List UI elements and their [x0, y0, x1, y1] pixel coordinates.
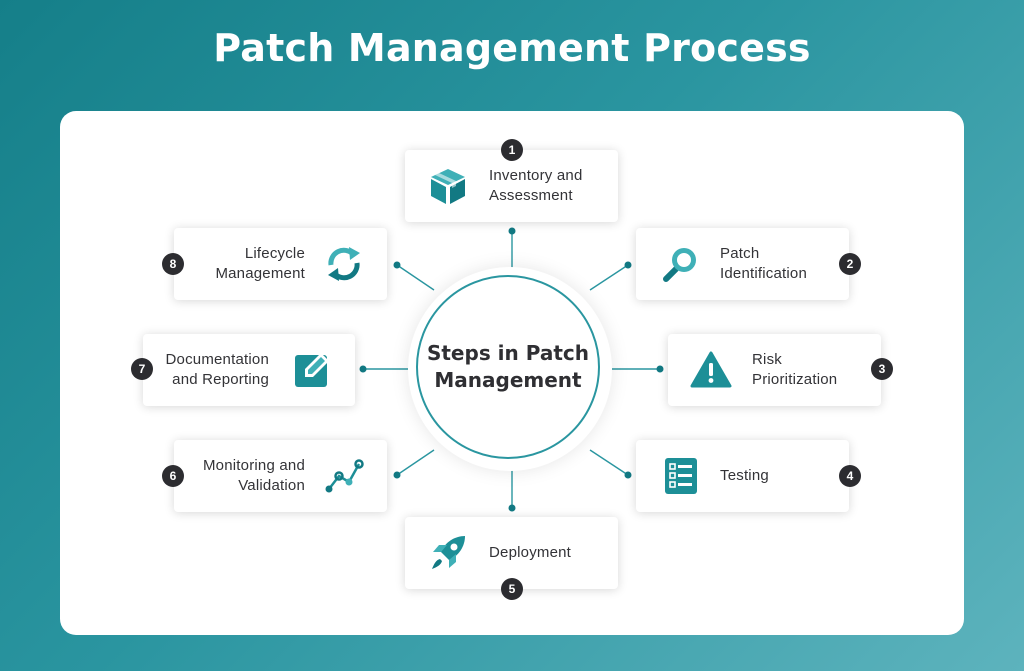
- rocket-icon: [432, 536, 465, 569]
- step-8-line-2: Management: [215, 265, 305, 282]
- connector-end-4: [624, 471, 632, 479]
- step-4-line-1: Testing: [720, 467, 769, 484]
- connector-end-3: [656, 365, 664, 373]
- magnifier-icon: [663, 248, 696, 282]
- step-card-testing: Testing: [636, 440, 849, 512]
- connector-end-8: [393, 261, 401, 269]
- connector-line-4: [589, 449, 629, 476]
- step-label-inventory: Inventory and Assessment: [489, 166, 583, 206]
- step-card-deployment: Deployment: [405, 517, 618, 589]
- step-badge-7: 7: [131, 358, 153, 380]
- connector-line-2: [589, 264, 629, 291]
- step-badge-1: 1: [501, 139, 523, 161]
- center-line-1: Steps in Patch: [426, 341, 590, 365]
- step-6-line-2: Validation: [238, 477, 305, 494]
- step-card-patch-identification: Patch Identification: [636, 228, 849, 300]
- checklist-icon: [665, 458, 697, 494]
- step-7-line-1: Documentation: [165, 351, 269, 368]
- step-badge-2: 2: [839, 253, 861, 275]
- step-2-line-2: Identification: [720, 265, 808, 282]
- step-badge-8: 8: [162, 253, 184, 275]
- center-hub-ring: Steps in Patch Management: [416, 275, 600, 459]
- step-badge-3: 3: [871, 358, 893, 380]
- step-card-risk-prioritization: Risk Prioritization: [668, 334, 881, 406]
- step-1-line-1: Inventory and: [489, 167, 583, 184]
- graph-icon: [325, 459, 364, 493]
- step-label-documentation: Documentation and Reporting: [166, 350, 270, 390]
- step-card-lifecycle: Lifecycle Management: [174, 228, 387, 300]
- connector-end-2: [624, 261, 632, 269]
- step-5-line-1: Deployment: [489, 544, 572, 561]
- step-label-lifecycle: Lifecycle Management: [215, 244, 305, 284]
- step-1-line-2: Assessment: [489, 187, 573, 204]
- connector-end-6: [393, 471, 401, 479]
- step-card-monitoring: Monitoring and Validation: [174, 440, 387, 512]
- connector-end-5: [508, 504, 516, 512]
- center-hub: Steps in Patch Management: [408, 267, 612, 471]
- step-3-line-1: Risk: [752, 351, 782, 368]
- step-6-line-1: Monitoring and: [202, 457, 305, 474]
- step-8-line-1: Lifecycle: [244, 245, 305, 262]
- step-label-monitoring: Monitoring and Validation: [203, 456, 305, 496]
- step-card-documentation: Documentation and Reporting: [143, 334, 355, 406]
- step-badge-4: 4: [839, 465, 861, 487]
- step-label-patch-identification: Patch Identification: [720, 244, 807, 284]
- step-card-inventory: Inventory and Assessment: [405, 150, 618, 222]
- refresh-icon: [328, 247, 360, 281]
- center-hub-text: Steps in Patch Management: [423, 340, 593, 394]
- step-label-risk-prioritization: Risk Prioritization: [752, 350, 837, 390]
- connector-end-7: [359, 365, 367, 373]
- edit-icon: [295, 353, 329, 387]
- connector-line-6: [396, 449, 435, 476]
- connector-line-8: [396, 264, 435, 291]
- box-icon: [431, 169, 465, 204]
- center-line-2: Management: [434, 368, 582, 392]
- page-title: Patch Management Process: [213, 26, 811, 70]
- step-badge-6: 6: [162, 465, 184, 487]
- warning-icon: [690, 351, 732, 388]
- step-7-line-2: and Reporting: [172, 371, 269, 388]
- step-3-line-2: Prioritization: [752, 371, 838, 388]
- step-2-line-1: Patch: [720, 245, 760, 262]
- step-badge-5: 5: [501, 578, 523, 600]
- connector-end-1: [508, 227, 516, 235]
- step-label-deployment: Deployment: [489, 543, 571, 563]
- step-label-testing: Testing: [720, 466, 769, 486]
